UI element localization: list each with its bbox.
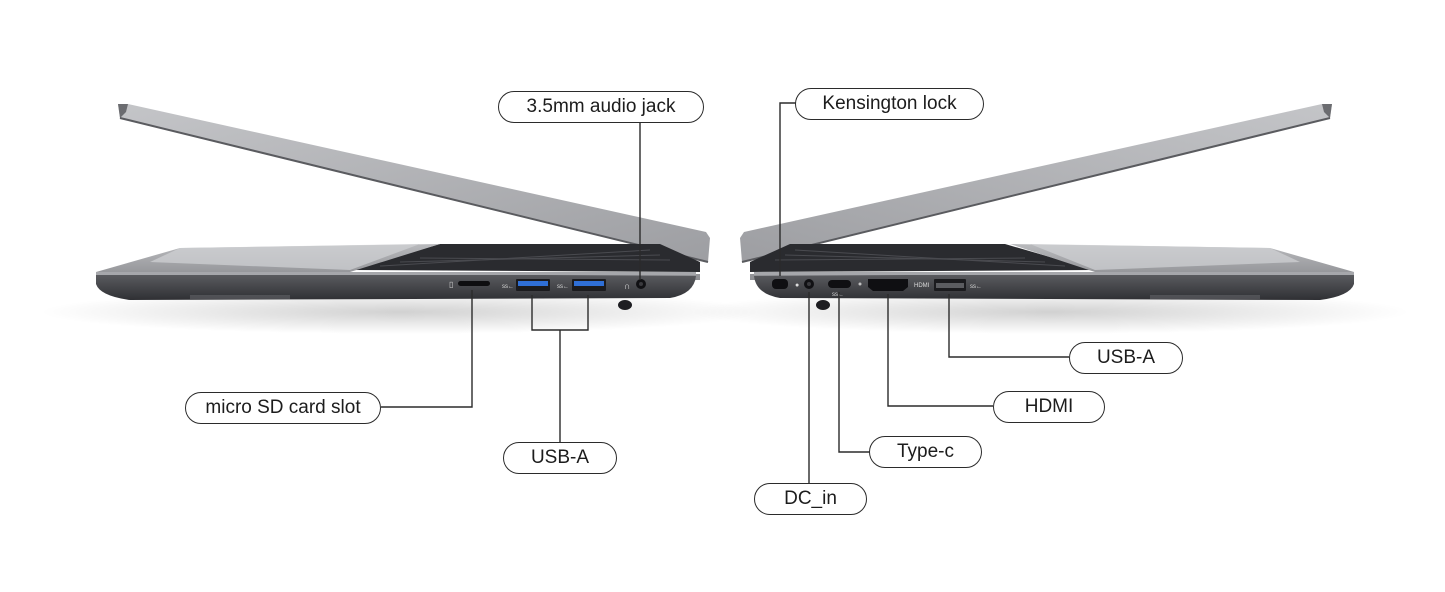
svg-text:ss←: ss← (832, 292, 844, 298)
left-lid (118, 104, 710, 262)
micro-sd-label: micro SD card slot (185, 392, 381, 424)
dc-in-label: DC_in (754, 483, 867, 515)
usb-a-right-label: USB-A (1069, 342, 1183, 374)
kensington-lock-slot (772, 279, 788, 289)
svg-text:∩: ∩ (624, 281, 630, 291)
right-laptop: ● ss← HDMI ss← (740, 104, 1354, 310)
usb-a-left-label: USB-A (503, 442, 617, 474)
hdmi-label: HDMI (993, 391, 1105, 423)
svg-text:ss←: ss← (557, 284, 569, 290)
svg-text:HDMI: HDMI (914, 283, 930, 289)
micro-sd-slot (458, 281, 490, 286)
type-c-port (828, 280, 851, 288)
hdmi-leader (887, 294, 993, 407)
svg-text:●: ● (795, 282, 799, 289)
left-speaker-grill (190, 295, 290, 299)
right-speaker-grill (1150, 295, 1260, 299)
audio-jack-label: 3.5mm audio jack (498, 91, 704, 123)
micro-sd-leader (381, 290, 473, 408)
right-shadow (690, 290, 1410, 334)
left-keyboard (350, 244, 700, 272)
kensington-leader (779, 102, 796, 276)
svg-text:ss←: ss← (502, 284, 514, 290)
kensington-lock-label: Kensington lock (795, 88, 984, 120)
left-shadow (40, 290, 760, 334)
right-lid (740, 104, 1332, 262)
usb-a-right-leader (948, 294, 1069, 358)
callout-lines (381, 102, 1069, 483)
type-c-label: Type-c (869, 436, 982, 468)
hdmi-port (868, 279, 908, 291)
left-laptop: ▯ ss← ss← ∩ (96, 104, 710, 310)
svg-text:ss←: ss← (970, 284, 982, 290)
svg-text:▯: ▯ (449, 280, 453, 289)
type-c-leader (838, 292, 870, 453)
